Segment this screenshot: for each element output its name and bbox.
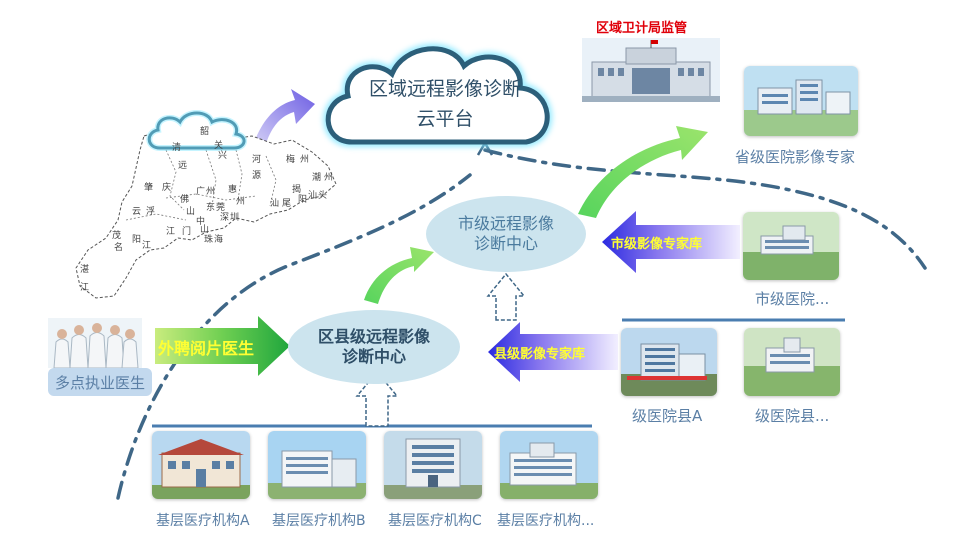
map-place: 尾 (282, 199, 292, 209)
external-doctor-arrow-label: 外聘阅片医生 (158, 339, 255, 358)
map-place: 梅 (286, 155, 296, 165)
map-small-cloud (146, 110, 247, 151)
map-place: 山 (186, 207, 196, 217)
primary-institution-c-image (384, 431, 482, 499)
government-building-image (582, 38, 720, 102)
county-hospital-other-image (744, 328, 840, 396)
map-place: 州 (206, 187, 216, 197)
county-expert-arrow-shape (488, 322, 618, 382)
map-place: 阳 (132, 235, 142, 245)
map-place: 东 (206, 203, 216, 213)
map-place: 莞 (216, 203, 226, 213)
map-place: 江 (166, 227, 176, 237)
map-place: 清 (172, 143, 182, 153)
map-place: 源 (252, 171, 262, 181)
primary-institution-b-image (268, 431, 366, 499)
map-place: 深 (220, 213, 230, 223)
primary-institution-a-image (152, 431, 250, 499)
map-place: 庆 (162, 183, 172, 193)
map-place: 阳 (298, 195, 308, 205)
map-place: 门 (182, 227, 192, 237)
dashdot-curve-left (116, 173, 472, 500)
multi-site-doctor-label: 多点执业医生 (54, 373, 145, 392)
map-place: 州 (324, 173, 334, 183)
county-hospital-a-label: 级医院县A (632, 407, 703, 425)
county-to-city-arrow (364, 247, 434, 304)
city-expert-arrow-label: 市级影像专家库 (611, 237, 703, 252)
county-center-line2: 诊断中心 (341, 347, 406, 366)
city-to-provincial-arrow (578, 126, 708, 218)
map-place: 珠 (204, 235, 214, 245)
county-hospital-other-label: 级医院县... (755, 407, 830, 425)
dashdot-curve-right (483, 148, 927, 270)
primary-institution-b-label: 基层医疗机构B (272, 513, 366, 529)
county-hospital-a-image (621, 328, 717, 396)
map-place: 山 (200, 225, 210, 235)
map-place: 州 (236, 197, 246, 207)
map-place: 江 (142, 241, 152, 251)
map-place: 中 (196, 217, 206, 227)
cloud-platform-line2: 云平台 (416, 108, 474, 130)
external-doctor-arrow-shape (155, 316, 290, 376)
primary-institution-a-label: 基层医疗机构A (156, 513, 250, 529)
map-place: 圳 (230, 213, 240, 223)
map-place: 广 (196, 187, 206, 197)
map-place: 茂 (112, 231, 122, 241)
map-place: 远 (178, 161, 188, 171)
city-center: 市级远程影像 诊断中心 (426, 196, 586, 272)
map-place: 汕 (270, 199, 280, 209)
county-center-line1: 区县级远程影像 (317, 327, 430, 346)
city-hospital-label: 市级医院... (755, 290, 830, 308)
map-place: 州 (300, 155, 310, 165)
map-place: 云 (132, 207, 142, 217)
map-place: 头 (318, 191, 328, 201)
map-place: 江 (80, 283, 90, 293)
map-place: 浮 (146, 207, 156, 217)
county-center: 区县级远程影像 诊断中心 (288, 310, 460, 384)
province-map (75, 129, 337, 299)
map-place: 湛 (80, 265, 90, 275)
map-place: 兴 (218, 151, 228, 161)
primary-institution-other-image (500, 431, 598, 499)
multi-site-doctor-badge: 多点执业医生 (48, 368, 152, 396)
provincial-label: 省级医院影像专家 (735, 148, 856, 166)
map-place: 河 (252, 155, 262, 165)
map-place: 揭 (292, 185, 302, 195)
cloud-platform-shape (323, 43, 553, 147)
primary-institution-other-label: 基层医疗机构... (497, 513, 595, 529)
city-expert-arrow-shape (602, 211, 740, 273)
map-cloud-label: 韶 (200, 127, 210, 137)
map-to-cloud-arrow (252, 89, 315, 150)
map-place: 佛 (180, 195, 190, 205)
map-place: 潮 (312, 173, 322, 183)
doctors-image (48, 318, 142, 368)
supervision-title: 区域卫计局监管 (596, 21, 688, 36)
map-place: 惠 (228, 185, 238, 195)
city-hospital-image (743, 212, 839, 280)
map-place: 汕 (308, 191, 318, 201)
cloud-platform-title: 区域远程影像诊断 云平台 (350, 74, 540, 134)
provincial-hospital-image (744, 66, 858, 136)
up-arrow-city (486, 272, 526, 321)
primary-institution-c-label: 基层医疗机构C (388, 513, 482, 529)
map-place: 肇 (144, 183, 154, 193)
map-place: 关 (214, 141, 224, 151)
map-place: 名 (114, 243, 124, 253)
city-center-line1: 市级远程影像 (457, 214, 554, 233)
up-arrow-county (355, 370, 399, 427)
cloud-platform-line1: 区域远程影像诊断 (368, 78, 521, 100)
map-place: 海 (214, 235, 224, 245)
city-center-line2: 诊断中心 (473, 234, 538, 253)
county-expert-arrow-label: 县级影像专家库 (494, 347, 586, 362)
